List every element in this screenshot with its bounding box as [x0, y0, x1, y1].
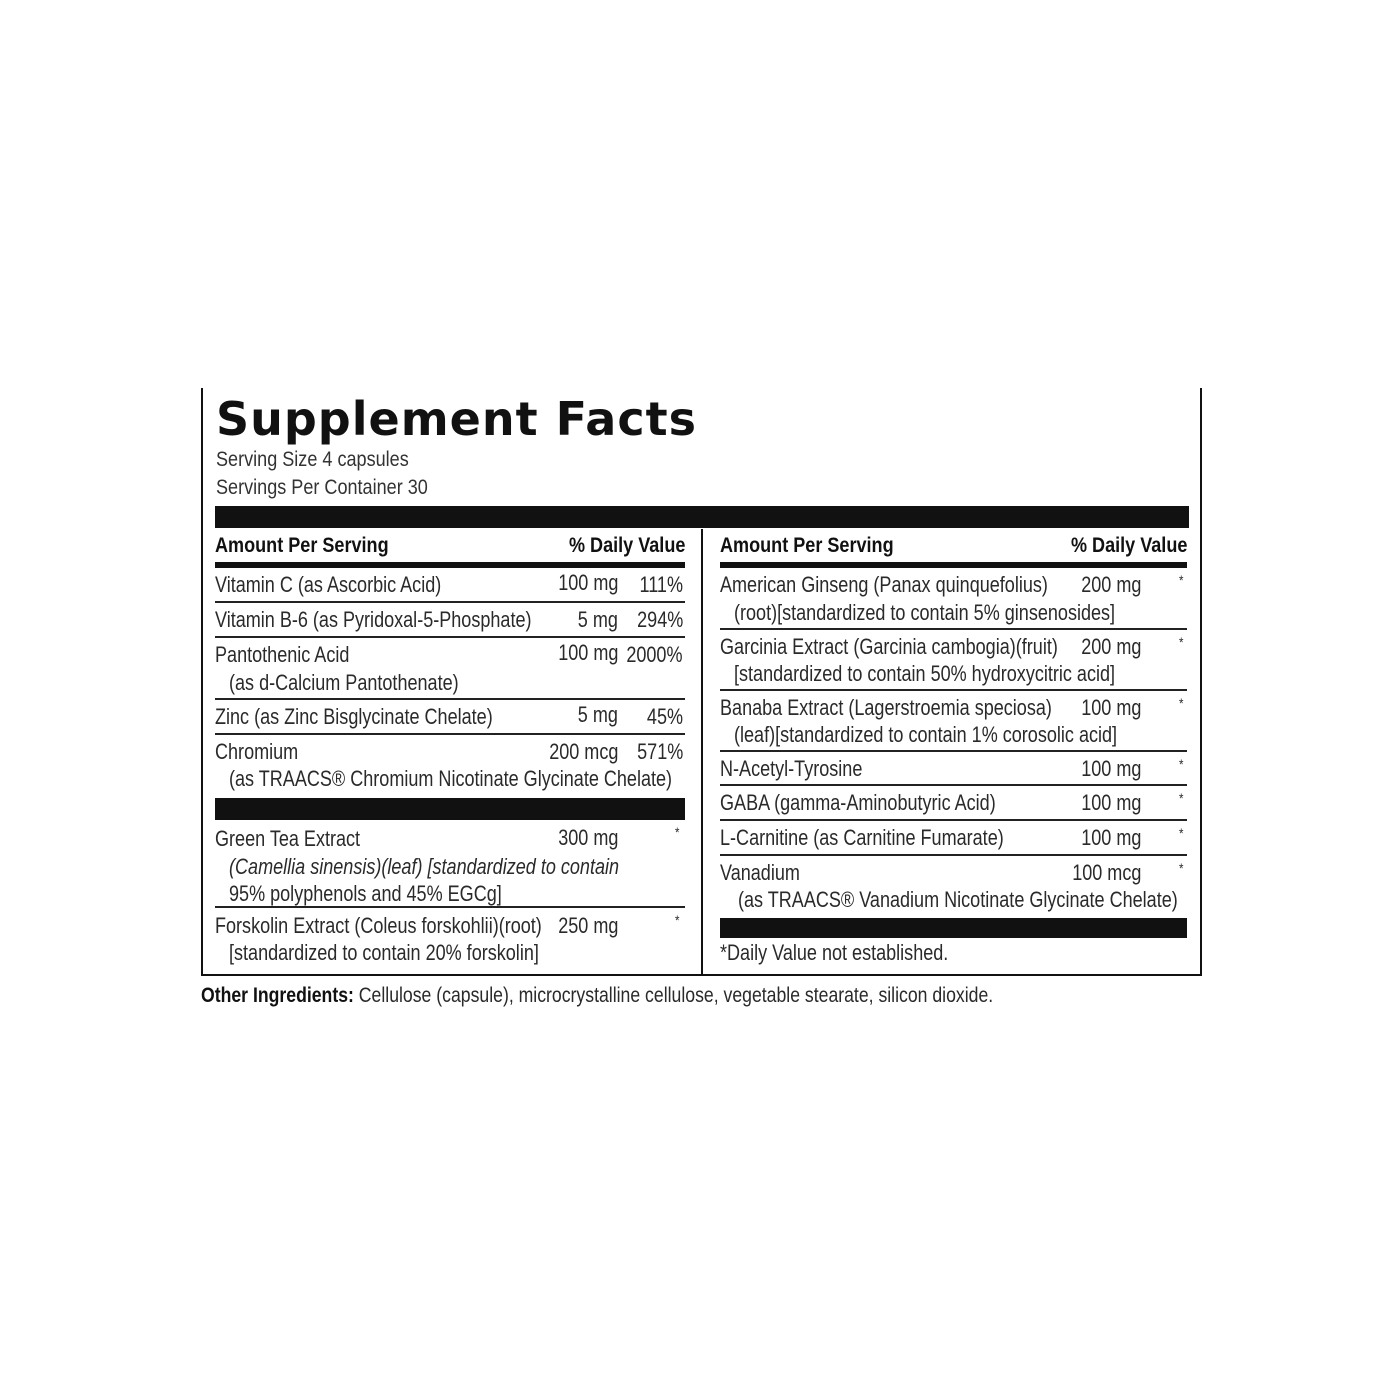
nutrient-name: N-Acetyl-Tyrosine: [720, 756, 863, 781]
right-column: Amount Per Serving % Daily Value America…: [720, 529, 1187, 938]
serving-size: Serving Size 4 capsules: [216, 448, 409, 471]
nutrient-dv: 2000%: [626, 642, 683, 667]
nutrient-detail: (Camellia sinensis)(leaf) [standardized …: [229, 854, 620, 879]
nutrient-amount: 100 mg: [557, 640, 618, 665]
nutrient-name: Forskolin Extract (Coleus forskohlii)(ro…: [215, 913, 542, 938]
nutrient-detail: (as d-Calcium Pantothenate): [229, 670, 459, 695]
nutrient-detail: [standardized to contain 50% hydroxycitr…: [734, 661, 1116, 686]
right-column-header: Amount Per Serving % Daily Value: [720, 529, 1187, 568]
nutrient-row-vitamin-b6: Vitamin B-6 (as Pyridoxal-5-Phosphate) 5…: [215, 603, 685, 638]
nutrient-amount: 200 mcg: [548, 739, 618, 764]
nutrient-dv: 571%: [636, 739, 683, 764]
nutrient-row-banaba: Banaba Extract (Lagerstroemia speciosa) …: [720, 691, 1187, 752]
nutrient-row-garcinia: Garcinia Extract (Garcinia cambogia)(fru…: [720, 630, 1187, 691]
nutrient-row-n-acetyl-tyrosine: N-Acetyl-Tyrosine 100 mg *: [720, 752, 1187, 786]
nutrient-amount: 100 mg: [1080, 695, 1141, 720]
nutrient-detail: (as TRAACS® Chromium Nicotinate Glycinat…: [229, 766, 673, 791]
nutrient-detail: (as TRAACS® Vanadium Nicotinate Glycinat…: [738, 887, 1178, 912]
nutrient-row-green-tea: Green Tea Extract (Camellia sinensis)(le…: [215, 820, 685, 908]
nutrient-detail-2: 95% polyphenols and 45% EGCg]: [229, 881, 502, 906]
section-separator-bar: [720, 918, 1187, 938]
nutrient-detail: (leaf)[standardized to contain 1% coroso…: [734, 722, 1118, 747]
top-thick-bar: [215, 506, 1189, 528]
page-title: Supplement Facts: [216, 392, 697, 446]
nutrient-row-chromium: Chromium (as TRAACS® Chromium Nicotinate…: [215, 735, 685, 795]
nutrient-name: Garcinia Extract (Garcinia cambogia)(fru…: [720, 634, 1058, 659]
amount-per-serving-label: Amount Per Serving: [720, 534, 894, 557]
nutrient-row-vitamin-c: Vitamin C (as Ascorbic Acid) 100 mg 111%: [215, 568, 685, 603]
nutrient-dv: *: [1178, 825, 1183, 841]
nutrient-row-l-carnitine: L-Carnitine (as Carnitine Fumarate) 100 …: [720, 821, 1187, 856]
nutrient-dv: 111%: [639, 572, 683, 597]
nutrient-name: Vanadium: [720, 860, 800, 885]
nutrient-dv: *: [1178, 860, 1183, 876]
nutrient-amount: 200 mg: [1080, 634, 1141, 659]
other-ingredients: Other Ingredients: Cellulose (capsule), …: [201, 984, 993, 1008]
nutrient-detail: (root)[standardized to contain 5% ginsen…: [734, 600, 1116, 625]
nutrient-row-forskolin: Forskolin Extract (Coleus forskohlii)(ro…: [215, 908, 685, 968]
nutrient-amount: 250 mg: [557, 913, 618, 938]
nutrient-name: Zinc (as Zinc Bisglycinate Chelate): [215, 704, 493, 729]
nutrient-amount: 100 mg: [557, 570, 618, 595]
nutrient-dv: *: [1178, 572, 1183, 588]
column-divider: [701, 529, 703, 974]
servings-per-container: Servings Per Container 30: [216, 476, 428, 499]
nutrient-dv: 294%: [636, 607, 683, 632]
nutrient-dv: *: [1178, 756, 1183, 772]
nutrient-amount: 200 mg: [1080, 572, 1141, 597]
other-ingredients-label: Other Ingredients:: [201, 984, 354, 1007]
nutrient-dv: *: [1178, 634, 1183, 650]
nutrient-row-american-ginseng: American Ginseng (Panax quinquefolius) (…: [720, 568, 1187, 630]
nutrient-row-vanadium: Vanadium (as TRAACS® Vanadium Nicotinate…: [720, 856, 1187, 915]
nutrient-name: L-Carnitine (as Carnitine Fumarate): [720, 825, 1004, 850]
nutrient-dv: 45%: [646, 704, 683, 729]
nutrient-name: GABA (gamma-Aminobutyric Acid): [720, 790, 996, 815]
nutrient-name: American Ginseng (Panax quinquefolius): [720, 572, 1048, 597]
nutrient-amount: 5 mg: [577, 702, 618, 727]
nutrient-amount: 100 mg: [1080, 825, 1141, 850]
nutrient-row-gaba: GABA (gamma-Aminobutyric Acid) 100 mg *: [720, 786, 1187, 821]
nutrient-name: Chromium: [215, 739, 299, 764]
nutrient-row-pantothenic-acid: Pantothenic Acid (as d-Calcium Pantothen…: [215, 638, 685, 700]
nutrient-dv: *: [674, 824, 679, 840]
amount-per-serving-label: Amount Per Serving: [215, 534, 389, 557]
nutrient-dv: *: [1178, 790, 1183, 806]
other-ingredients-text: Cellulose (capsule), microcrystalline ce…: [353, 984, 994, 1007]
left-column: Amount Per Serving % Daily Value Vitamin…: [215, 529, 685, 968]
nutrient-name: Vitamin B-6 (as Pyridoxal-5-Phosphate): [215, 607, 532, 632]
nutrient-amount: 100 mg: [1080, 756, 1141, 781]
section-separator-bar: [215, 798, 685, 820]
nutrient-amount: 5 mg: [577, 607, 618, 632]
nutrient-name: Green Tea Extract: [215, 826, 361, 851]
daily-value-label: % Daily Value: [1070, 534, 1187, 557]
daily-value-footnote: *Daily Value not established.: [720, 940, 949, 965]
nutrient-amount: 100 mg: [1080, 790, 1141, 815]
nutrient-name: Pantothenic Acid: [215, 642, 350, 667]
nutrient-amount: 100 mcg: [1071, 860, 1141, 885]
supplement-facts-panel: Supplement Facts Serving Size 4 capsules…: [201, 388, 1202, 976]
nutrient-dv: *: [1178, 695, 1183, 711]
nutrient-detail: [standardized to contain 20% forskolin]: [229, 940, 539, 965]
nutrient-name: Banaba Extract (Lagerstroemia speciosa): [720, 695, 1052, 720]
nutrient-amount: 300 mg: [557, 825, 618, 850]
daily-value-label: % Daily Value: [568, 534, 685, 557]
nutrient-dv: *: [674, 912, 679, 928]
left-column-header: Amount Per Serving % Daily Value: [215, 529, 685, 568]
nutrient-name: Vitamin C (as Ascorbic Acid): [215, 572, 442, 597]
nutrient-row-zinc: Zinc (as Zinc Bisglycinate Chelate) 5 mg…: [215, 700, 685, 735]
